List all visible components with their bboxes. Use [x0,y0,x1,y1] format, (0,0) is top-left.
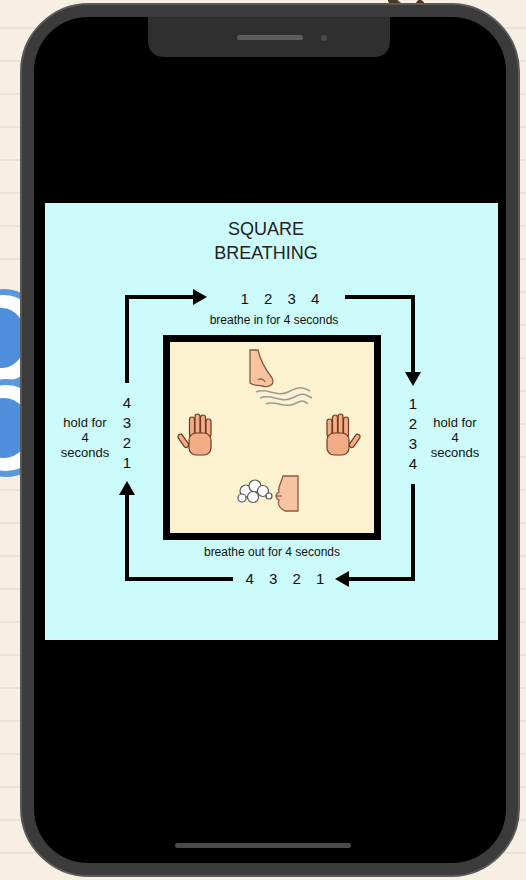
palm [189,433,211,455]
puff-circle [266,493,272,499]
phone-screen [34,17,506,863]
breath-wisp [260,394,312,400]
count-sequence: 4 3 2 1 [246,570,325,588]
breath-puff [238,480,272,503]
palm [327,433,349,455]
thumb [177,433,190,448]
illustration-part [327,414,361,455]
phone-notch [148,17,390,57]
nose-shape [250,350,273,387]
nose-icon [250,350,312,406]
step-instruction: breathe out for 4 seconds [204,545,340,559]
step-instruction: hold for 4 seconds [59,415,111,460]
phone-frame [21,4,519,876]
diagram-title: SQUARE BREATHING [201,217,331,265]
step-instruction: breathe in for 4 seconds [210,313,339,327]
arrow-head [405,372,421,386]
count-sequence: 1 2 3 4 [241,290,320,308]
breath-wisp [266,401,308,406]
lip-line [276,495,282,496]
hand-icon [177,414,211,455]
arrow-head [335,571,349,587]
arrow-head [193,289,207,305]
puff-circle [238,494,246,502]
count-sequence: 4 3 2 1 [122,393,132,473]
mouth-icon [238,476,298,511]
phone-camera [321,35,327,41]
phone [21,4,519,876]
breath-wisp [256,388,310,394]
illustration-part [177,414,211,455]
home-indicator [175,843,351,848]
arrow-head [119,481,135,495]
arrow-heads [119,289,421,587]
count-sequence: 1 2 3 4 [408,394,418,474]
nostril [258,379,265,382]
face-profile [276,476,298,511]
thumb [348,433,361,448]
breathing-square [167,339,378,537]
hand-icon [327,414,361,455]
step-instruction: hold for 4 seconds [429,415,481,460]
phone-speaker [237,35,303,40]
puff-circle [248,492,259,503]
image-panel [45,203,498,640]
cycle-arrows [127,297,413,579]
